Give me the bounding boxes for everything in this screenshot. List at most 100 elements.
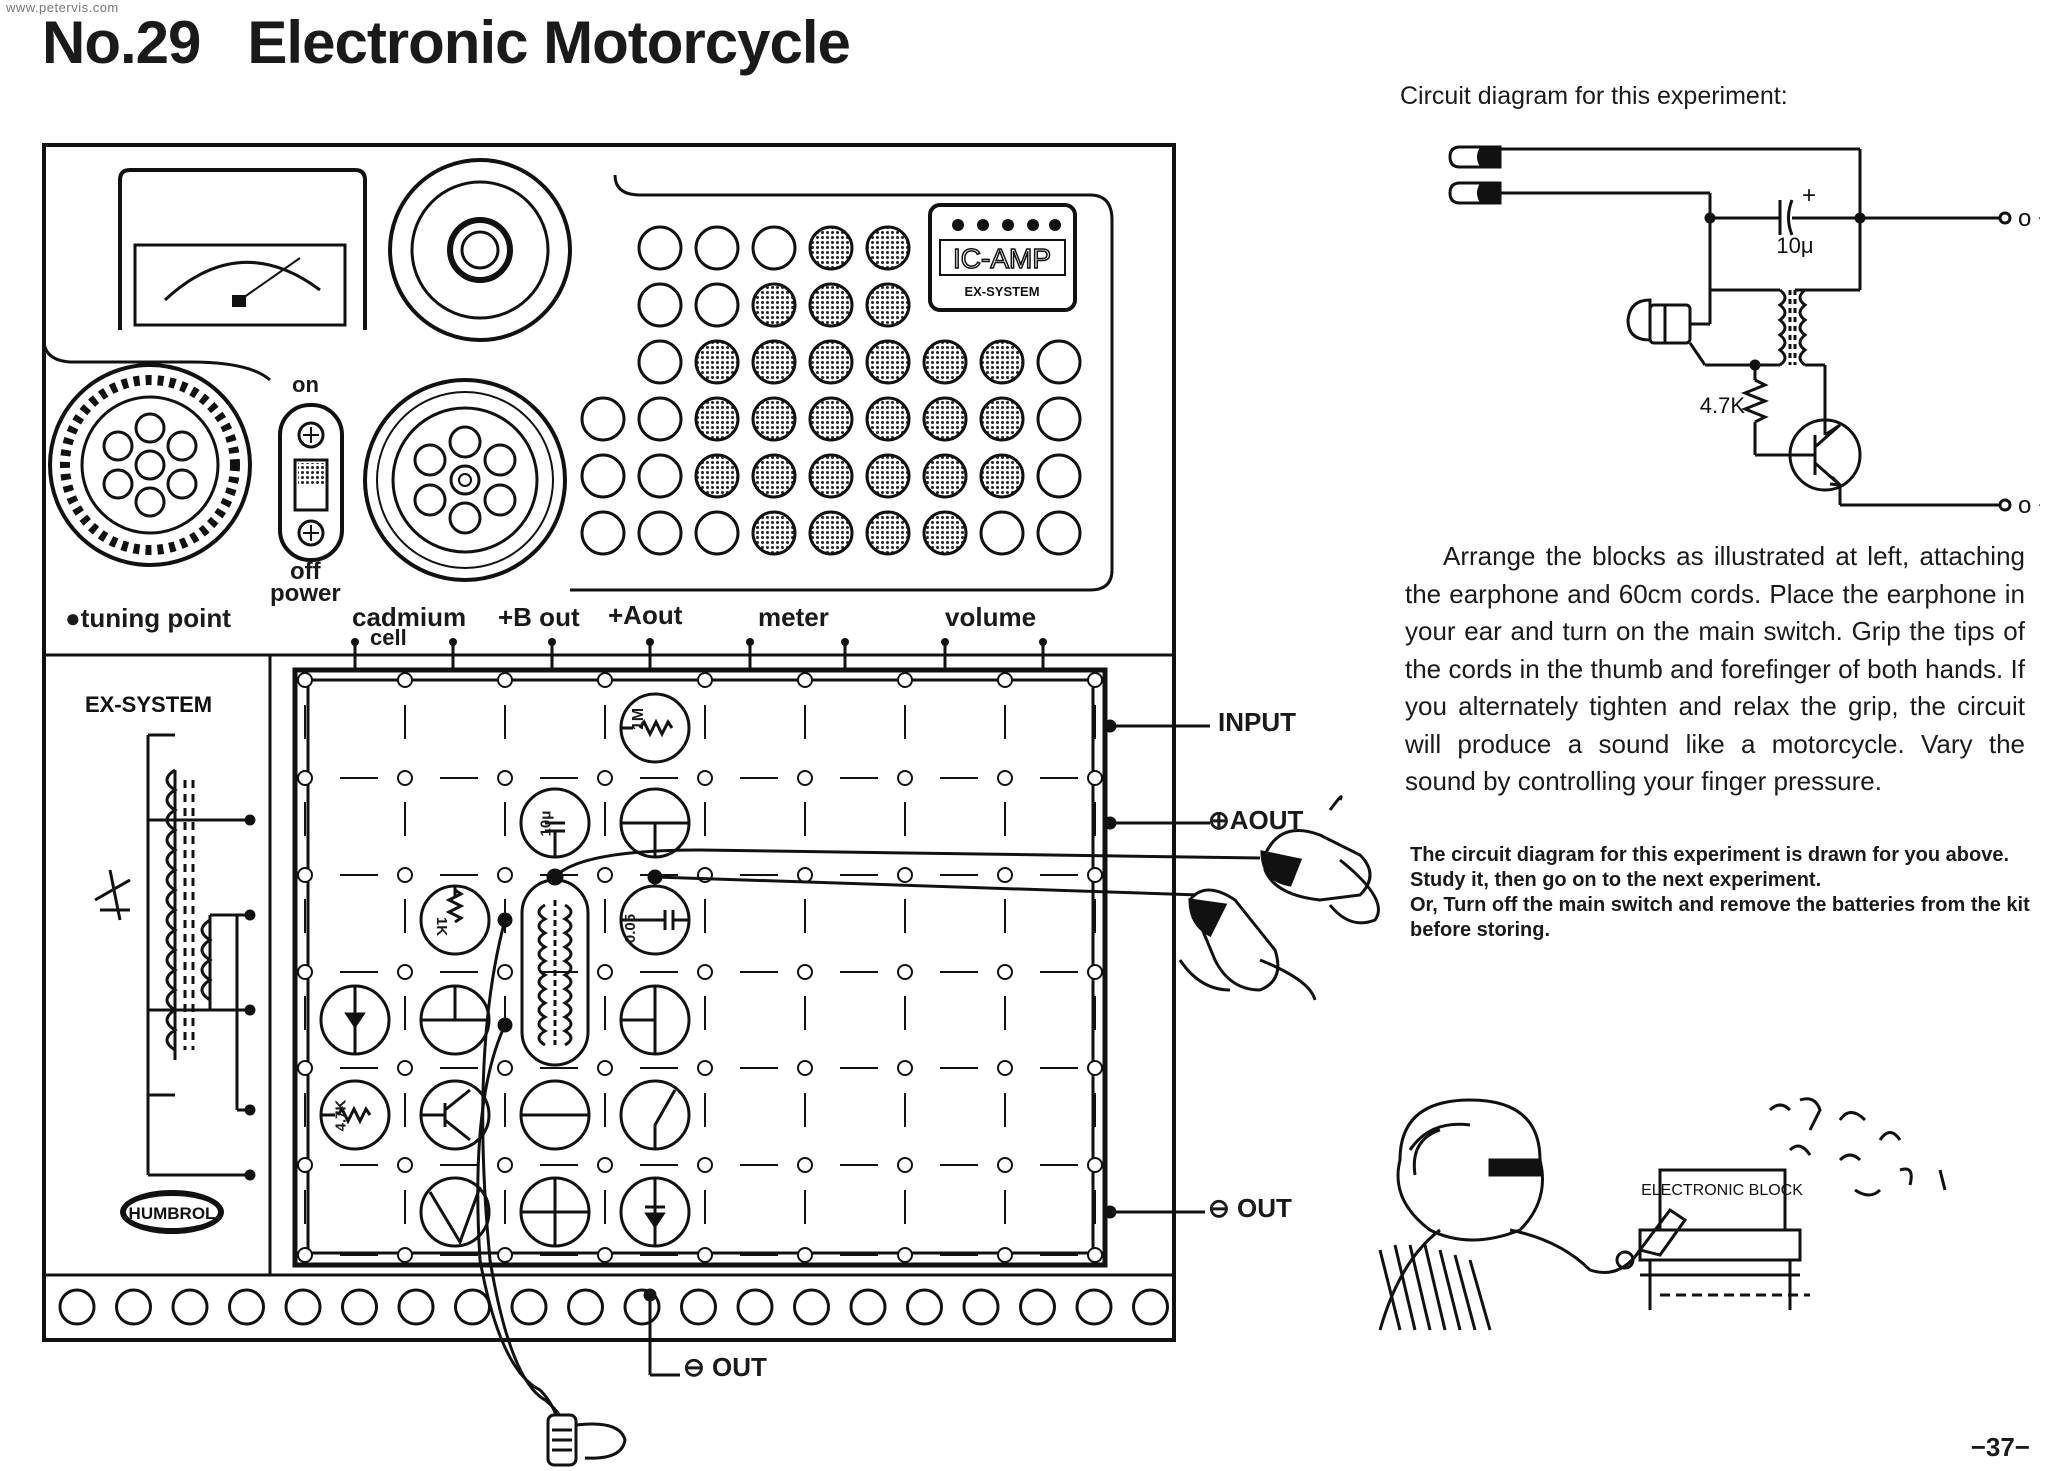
transformer-coil-icon <box>94 733 256 1181</box>
grid-node <box>1087 964 1103 980</box>
terminal-pin <box>449 638 457 670</box>
wire-t-block-2 <box>419 984 491 1056</box>
ic-amp-text: IC-AMP <box>953 243 1051 274</box>
finger-probe-icon <box>1178 795 1380 1001</box>
jack <box>808 282 854 328</box>
jack <box>637 510 683 556</box>
terminal-label-cell: cell <box>370 625 407 650</box>
grid-node <box>1087 1247 1103 1263</box>
grid-node <box>997 867 1013 883</box>
coil-windings <box>165 768 213 1052</box>
grid-node <box>997 1247 1013 1263</box>
wire-cross-block <box>519 1176 591 1248</box>
grid-node <box>397 964 413 980</box>
schematic-plus-sign: + <box>1802 182 1816 209</box>
terminal-row <box>351 638 1047 670</box>
grid-node <box>897 672 913 688</box>
grid-node <box>397 672 413 688</box>
grid-node <box>1087 1060 1103 1076</box>
terminal-pin <box>841 638 849 670</box>
jack <box>808 396 854 442</box>
bottom-jack <box>454 1288 491 1326</box>
jack <box>637 339 683 385</box>
grid-node <box>297 672 313 688</box>
jack <box>751 396 797 442</box>
power-switch-icon <box>278 403 344 562</box>
ex-system-label: EX-SYSTEM <box>85 692 212 717</box>
bottom-jack <box>58 1288 96 1326</box>
grid-node <box>697 1247 713 1263</box>
grid-node <box>897 964 913 980</box>
grid-node <box>997 770 1013 786</box>
jack <box>865 453 911 499</box>
switch-on-label: on <box>292 372 319 397</box>
resistor-1m <box>619 692 691 764</box>
grid-node <box>497 672 513 688</box>
wire-t-block <box>619 787 691 859</box>
jack <box>751 282 797 328</box>
grid-node <box>597 1060 613 1076</box>
notes: The circuit diagram for this experiment … <box>1410 843 2030 943</box>
grid-node <box>897 770 913 786</box>
label-1m: 1M <box>630 707 648 731</box>
jack <box>922 510 968 556</box>
resistor-1k <box>419 884 491 956</box>
terminal-pin <box>1039 638 1047 670</box>
ex-system-small-text: EX-SYSTEM <box>964 284 1039 299</box>
terminal-pin <box>548 638 556 670</box>
terminal-label-cadmium: cadmium <box>352 602 467 632</box>
transformer-block <box>520 878 590 1067</box>
jack <box>694 453 740 499</box>
grid-node <box>797 1157 813 1173</box>
bottom-jack <box>510 1288 548 1326</box>
jack <box>979 510 1025 556</box>
terminal-pin <box>351 638 359 670</box>
jack <box>580 396 626 442</box>
bottom-jack <box>397 1288 435 1326</box>
jack <box>1036 339 1082 385</box>
breadboard <box>292 667 1108 1268</box>
meter-icon <box>118 168 367 330</box>
grid-node <box>697 770 713 786</box>
jack <box>808 339 854 385</box>
grid-node <box>297 770 313 786</box>
grid-node <box>497 1247 513 1263</box>
grid-node <box>297 964 313 980</box>
jack <box>808 510 854 556</box>
instructions: Arrange the blocks as illustrated at lef… <box>1405 538 2025 801</box>
components <box>319 692 691 1248</box>
speaker-icon <box>388 158 572 342</box>
wire-bend-block <box>619 1079 691 1151</box>
terminal-label-meter: meter <box>758 602 829 632</box>
bottom-jack <box>736 1288 774 1326</box>
wire-corner-block <box>619 984 691 1056</box>
tuning-dial-icon <box>48 363 252 567</box>
jack <box>865 225 911 271</box>
grid-node <box>597 1157 613 1173</box>
grid-node <box>497 1157 513 1173</box>
grid-node <box>797 1060 813 1076</box>
jack <box>865 339 911 385</box>
jack <box>637 225 683 271</box>
diode-block <box>319 984 391 1056</box>
circuit-caption: Circuit diagram for this experiment: <box>1400 82 1788 110</box>
power-label: power <box>270 580 341 607</box>
svg-text:HUMBROL: HUMBROL <box>129 1204 216 1223</box>
grid-node <box>1087 770 1103 786</box>
resistor-47k <box>319 1079 391 1151</box>
jack <box>922 453 968 499</box>
terminal-label-aout: +Aout <box>608 600 683 630</box>
coil-primary <box>165 768 178 1052</box>
jack <box>1036 396 1082 442</box>
wire-zigzag-block <box>419 1176 491 1248</box>
transistor-block <box>419 1079 491 1151</box>
grid-node <box>797 964 813 980</box>
grid-node <box>597 770 613 786</box>
jack <box>751 225 797 271</box>
bottom-jack <box>341 1288 378 1326</box>
grid-node <box>897 867 913 883</box>
grid-node <box>497 964 513 980</box>
grid-node <box>997 672 1013 688</box>
jack <box>694 510 740 556</box>
jack <box>580 510 626 556</box>
